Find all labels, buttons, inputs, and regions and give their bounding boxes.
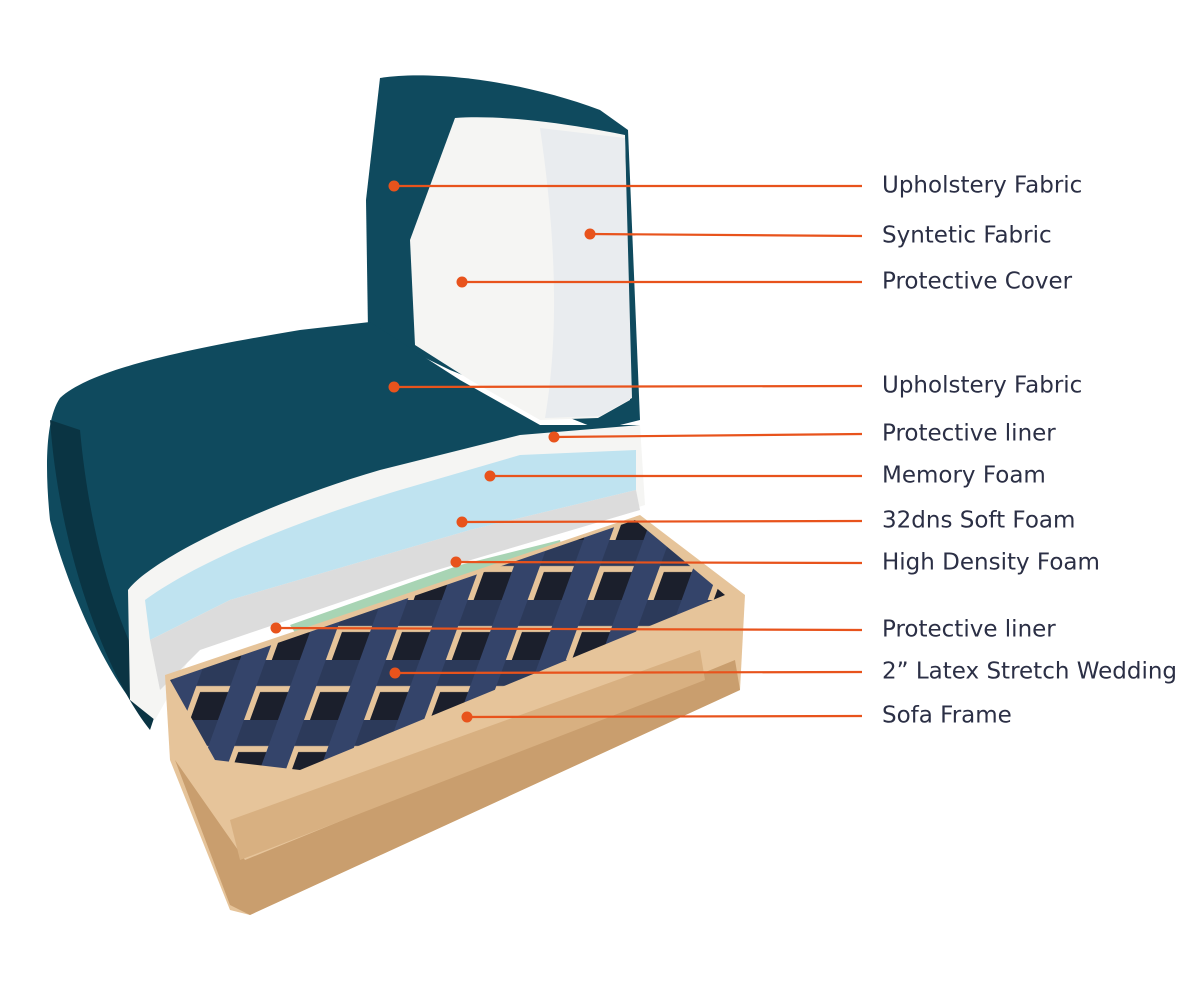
callout-line-syntetic-fabric [589, 232, 863, 238]
sofa-frame-shadow [175, 660, 740, 915]
callout-dot-protective-cover [456, 276, 468, 288]
label-sofa-frame: Sofa Frame [882, 702, 1012, 729]
back-cushion-fill [540, 128, 632, 418]
callout-dot-upholstery-fabric-seat [388, 381, 400, 393]
sofa-frame-front-rail [230, 650, 705, 860]
callout-line-high-density-foam [455, 560, 863, 565]
label-syntetic-fabric: Syntetic Fabric [882, 222, 1052, 249]
callout-line-soft-foam [461, 519, 863, 524]
label-protective-liner-top: Protective liner [882, 420, 1056, 447]
memory-foam-layer [145, 450, 636, 640]
callout-dot-sofa-frame [461, 711, 473, 723]
callout-line-upholstery-fabric-seat [393, 384, 863, 389]
callout-line-latex-webbing [394, 670, 863, 675]
label-memory-foam: Memory Foam [882, 462, 1046, 489]
callout-dot-soft-foam [456, 516, 468, 528]
label-latex-webbing: 2” Latex Stretch Wedding [882, 658, 1178, 685]
label-high-density-foam: High Density Foam [882, 549, 1100, 576]
latex-webbing [170, 520, 725, 770]
callout-line-sofa-frame [466, 714, 863, 719]
soft-foam-layer [150, 490, 640, 690]
callout-dot-memory-foam [484, 470, 496, 482]
callout-dot-latex-webbing [389, 667, 401, 679]
label-upholstery-fabric-seat: Upholstery Fabric [882, 372, 1083, 399]
label-soft-foam: 32dns Soft Foam [882, 507, 1076, 534]
label-protective-liner-bottom: Protective liner [882, 616, 1056, 643]
callout-dot-high-density-foam [450, 556, 462, 568]
callout-dot-protective-liner-top [548, 431, 560, 443]
label-upholstery-fabric-back: Upholstery Fabric [882, 172, 1083, 199]
callout-line-protective-liner-bottom [275, 626, 863, 632]
callout-line-protective-liner-top [553, 432, 863, 439]
label-protective-cover: Protective Cover [882, 268, 1073, 295]
seat-cushion-fabric [47, 322, 640, 720]
callout-dot-syntetic-fabric [584, 228, 596, 240]
callout-dot-upholstery-fabric-back [388, 180, 400, 192]
callout-dot-protective-liner-bottom [270, 622, 282, 634]
